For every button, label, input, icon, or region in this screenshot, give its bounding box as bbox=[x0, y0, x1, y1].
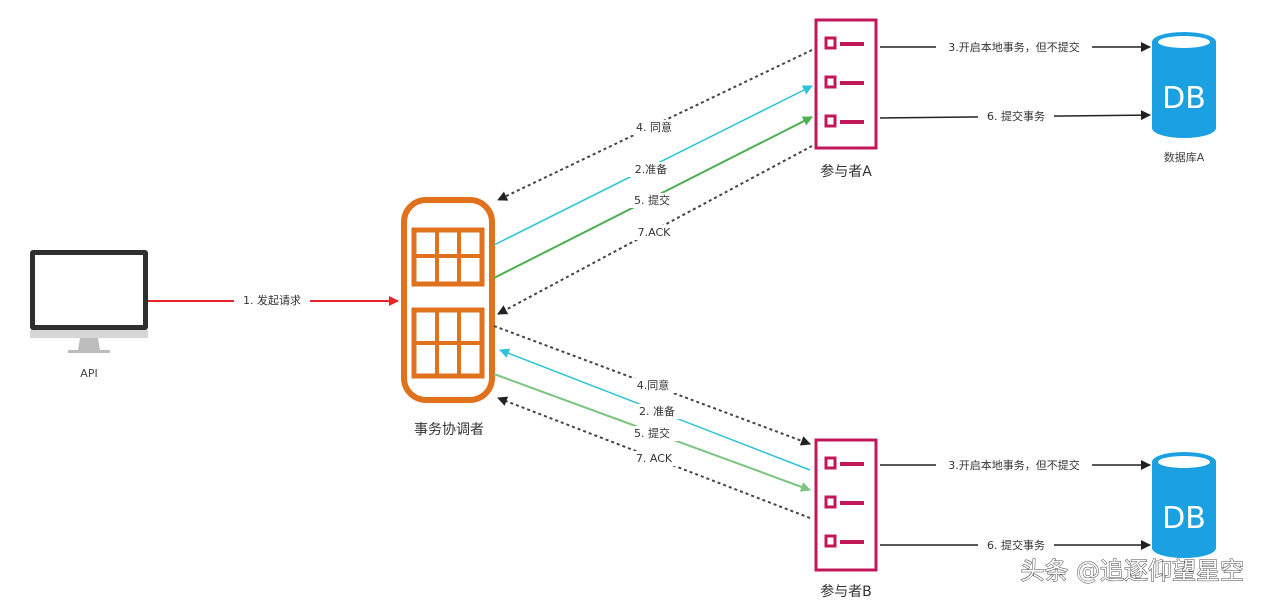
monitor-icon bbox=[30, 250, 148, 353]
database-a-label: 数据库A bbox=[1164, 150, 1205, 164]
a-commit-label: 5. 提交 bbox=[634, 193, 670, 207]
a-ack-label: 7.ACK bbox=[638, 226, 672, 239]
participant-a-label: 参与者A bbox=[820, 163, 872, 180]
participant-b-icon bbox=[814, 438, 878, 572]
b-prepare-label: 2. 准备 bbox=[639, 404, 675, 418]
participant-a-icon bbox=[814, 18, 878, 150]
database-a-text: DB bbox=[1162, 81, 1206, 116]
a-prepare-label: 2.准备 bbox=[635, 162, 668, 176]
a-agree-label: 4. 同意 bbox=[636, 120, 672, 134]
a-commit-tx-label: 6. 提交事务 bbox=[987, 109, 1045, 123]
database-b-icon: DB bbox=[1152, 452, 1216, 558]
watermark-text: 头条 @追逐仰望星空 bbox=[1020, 557, 1244, 585]
b-commit-label: 5. 提交 bbox=[634, 426, 670, 440]
api-label: API bbox=[80, 367, 97, 380]
request-label: 1. 发起请求 bbox=[243, 293, 301, 307]
participant-b-label: 参与者B bbox=[820, 583, 872, 600]
coordinator-label: 事务协调者 bbox=[414, 422, 484, 438]
database-a-icon: DB bbox=[1152, 32, 1216, 138]
b-agree-label: 4.同意 bbox=[637, 378, 670, 392]
a-agree-arrow bbox=[497, 49, 813, 201]
a-local-tx-label: 3.开启本地事务，但不提交 bbox=[948, 40, 1080, 54]
b-ack-label: 7. ACK bbox=[636, 452, 673, 465]
coordinator-icon bbox=[401, 197, 495, 403]
b-local-tx-label: 3.开启本地事务，但不提交 bbox=[948, 458, 1080, 472]
a-ack-arrow bbox=[497, 145, 813, 315]
database-b-text: DB bbox=[1162, 501, 1206, 536]
b-commit-tx-label: 6. 提交事务 bbox=[987, 538, 1045, 552]
b-ack-arrow bbox=[497, 396, 811, 519]
